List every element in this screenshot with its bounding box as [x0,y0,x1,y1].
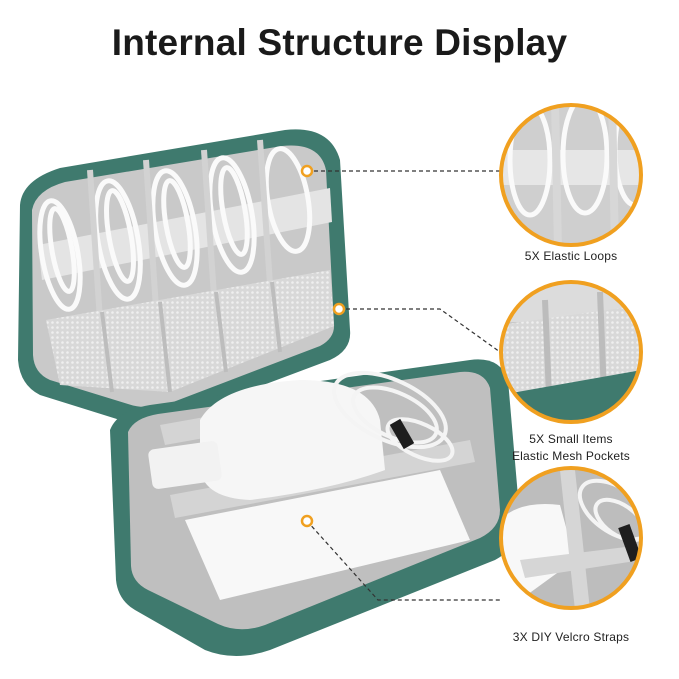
feature-caption-mesh-pockets: 5X Small Items Elastic Mesh Pockets [471,431,671,465]
detail-circle-velcro-straps [499,466,643,610]
case-lid [18,129,351,424]
feature-caption-velcro-straps: 3X DIY Velcro Straps [471,629,671,646]
feature-caption-line: 5X Small Items [529,432,613,446]
feature-caption-line: Elastic Mesh Pockets [511,449,631,463]
cable-bundles [37,146,313,312]
detail-circle-mesh-pockets [499,280,643,424]
feature-caption-line: 3X DIY Velcro Straps [512,630,630,644]
feature-caption-elastic-loops: 5X Elastic Loops [471,248,671,265]
callout-connectors [306,170,501,601]
callout-markers [300,164,346,528]
page-title: Internal Structure Display [111,22,568,63]
detail-circle-elastic-loops [499,103,643,247]
case-base [110,359,521,656]
feature-caption-line: 5X Elastic Loops [524,249,618,263]
